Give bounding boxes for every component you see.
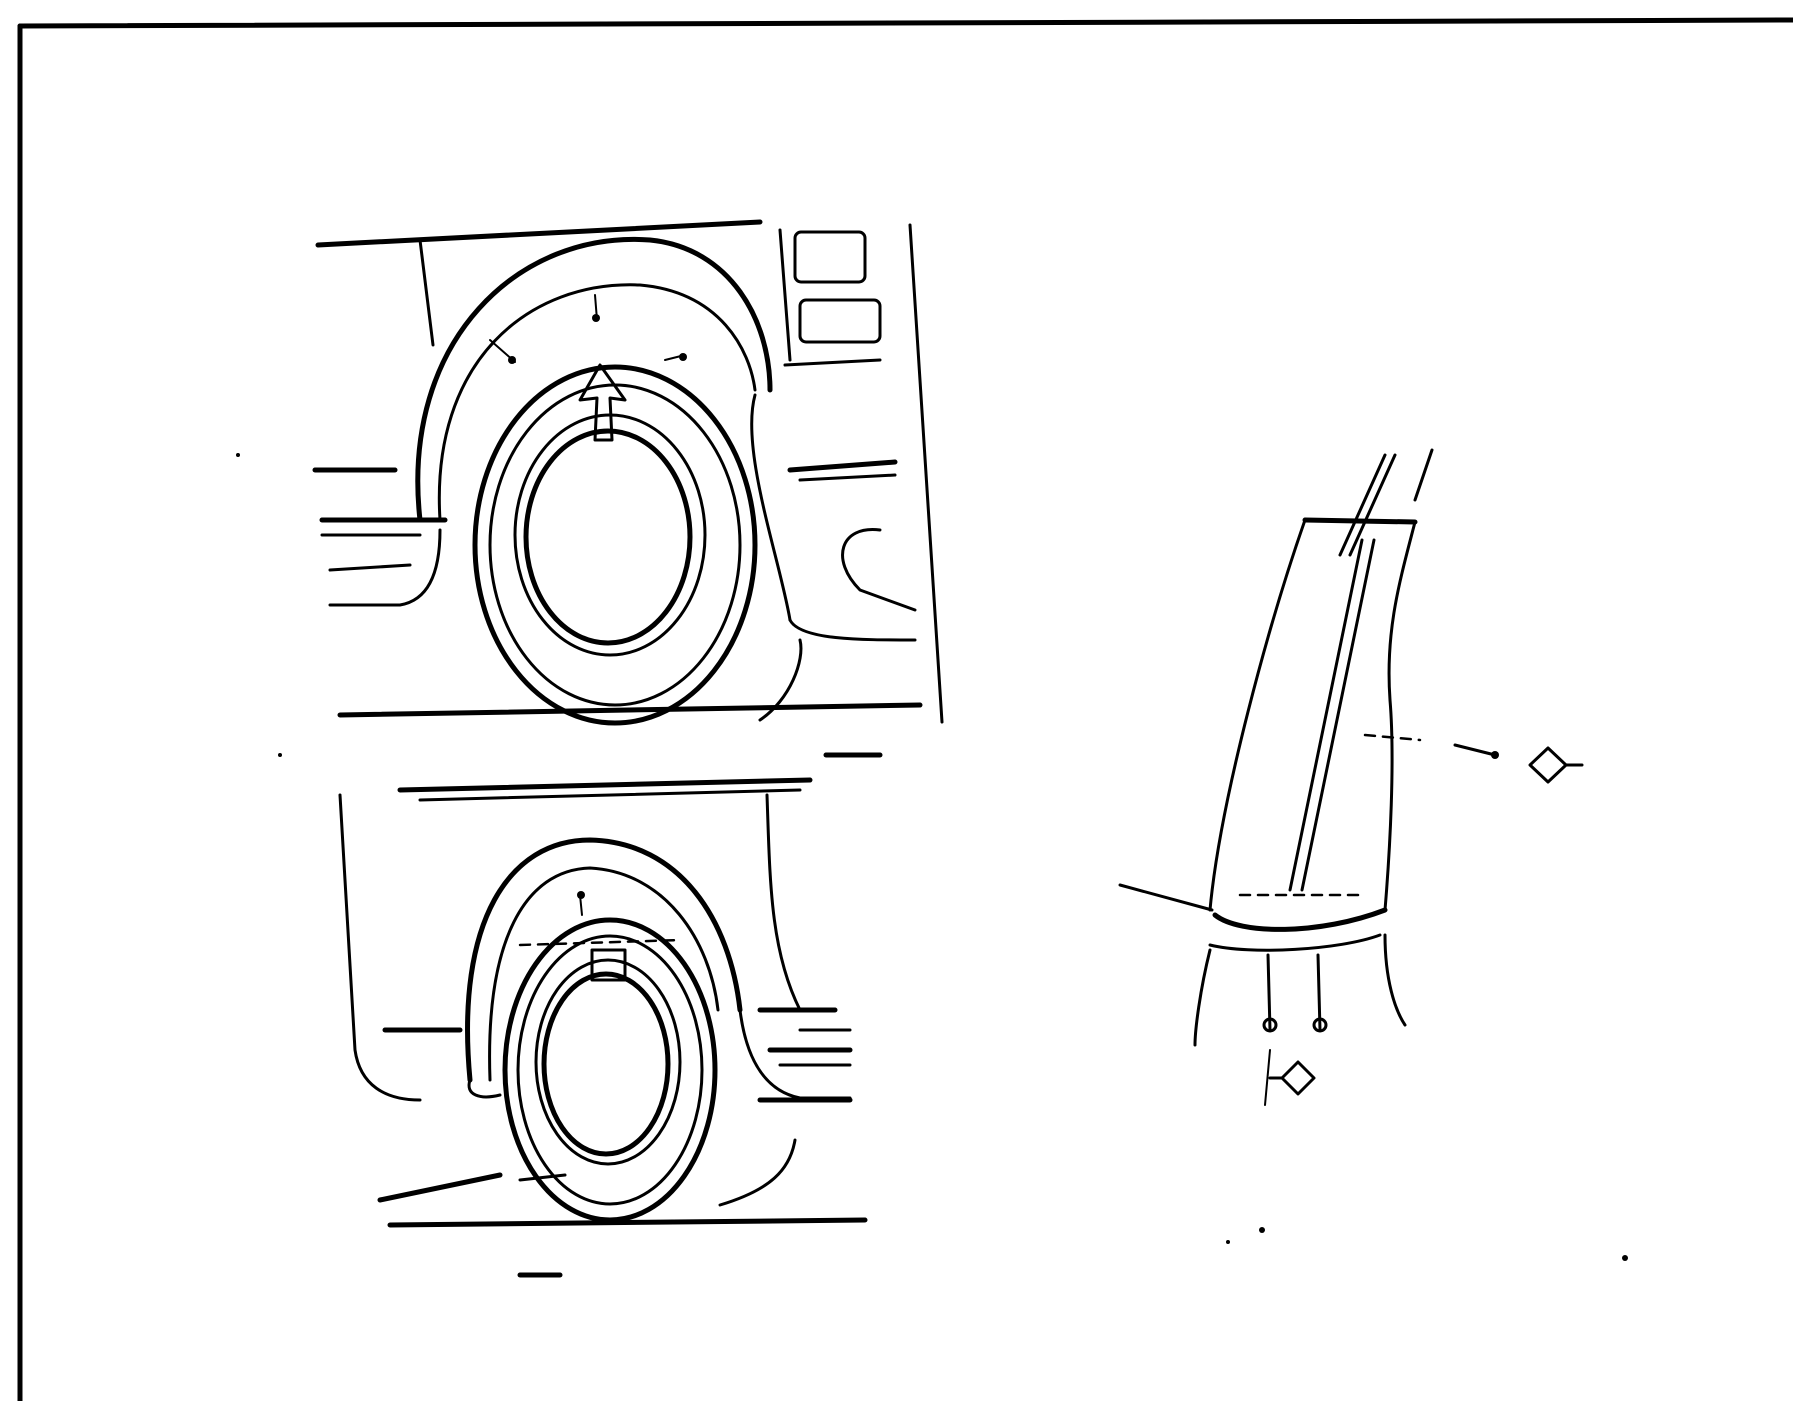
wheel-arch-upper-drawing <box>312 219 944 726</box>
wheel-arch-lower-drawing <box>338 752 883 1278</box>
frame-border <box>17 17 1793 1401</box>
pillar-trim-drawing <box>1118 448 1499 1047</box>
fastener-clip-icon <box>1528 746 1584 784</box>
fastener-clip-icon <box>1264 1049 1316 1106</box>
scan-specks <box>236 453 1628 1261</box>
